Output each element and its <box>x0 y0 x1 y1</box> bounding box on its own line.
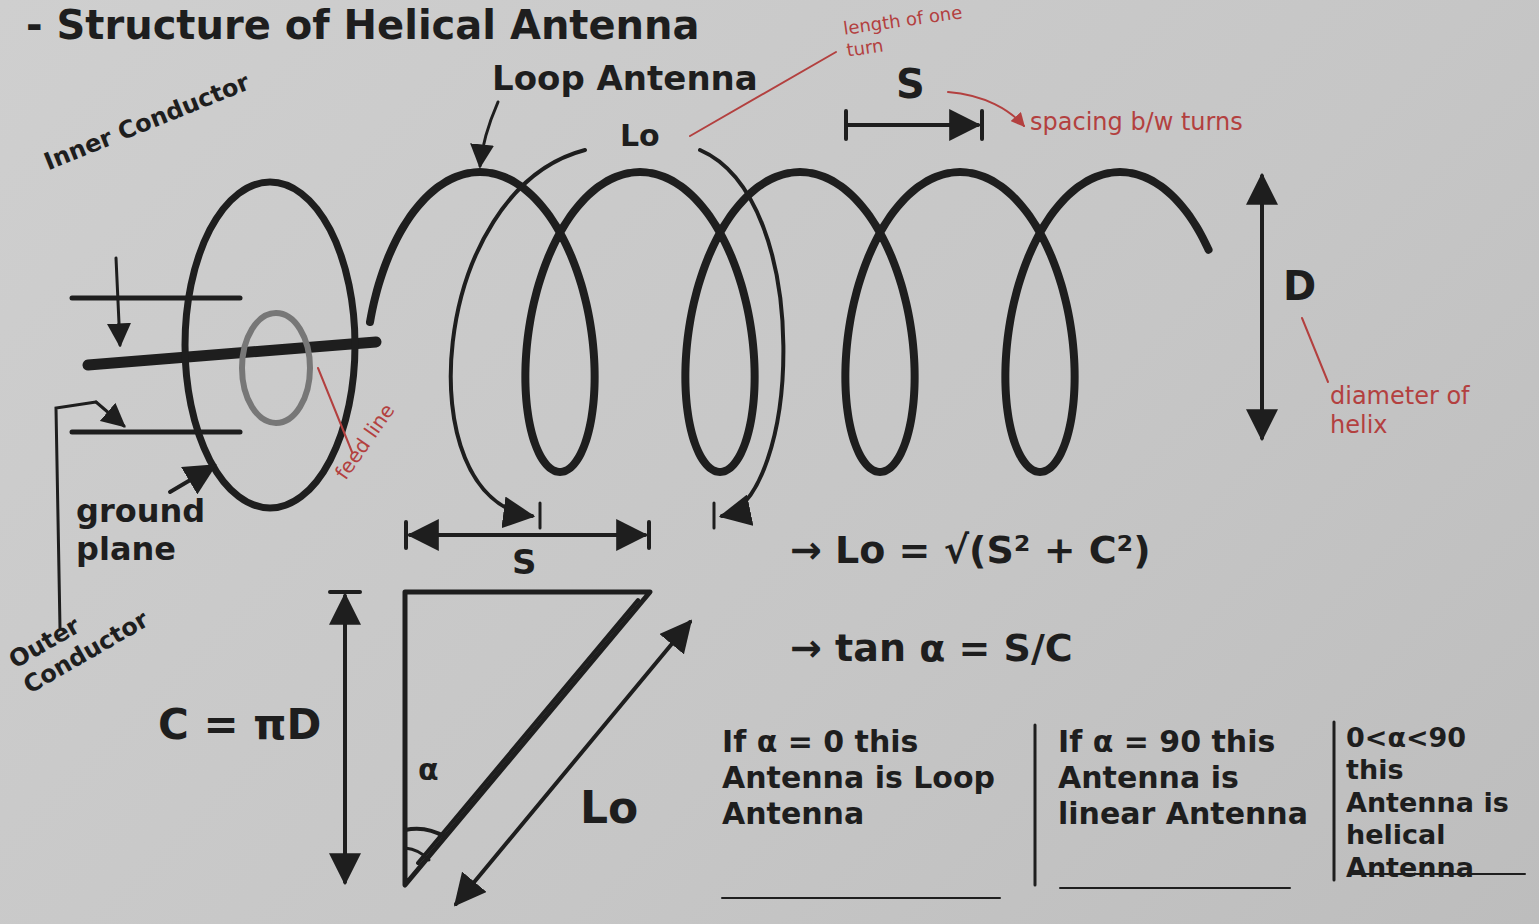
tick <box>980 111 984 139</box>
leader-arrow <box>480 102 498 166</box>
feed-hole <box>242 313 310 423</box>
tick <box>330 590 360 594</box>
dimension-label: S <box>512 542 537 583</box>
part-name: Inner Conductor <box>40 60 273 177</box>
dimension-label: S <box>896 60 925 108</box>
leader-arrow <box>170 466 214 492</box>
leader-arrow <box>96 402 124 426</box>
page-title: - Structure of Helical Antenna <box>26 2 700 48</box>
note: diameter of helix <box>1330 382 1520 440</box>
formula: → Lo = √(S² + C²) <box>790 528 1151 574</box>
note: 0<α<90 this Antenna is helical Antenna <box>1346 722 1532 884</box>
turn-arrow <box>700 150 783 516</box>
note: If α = 0 this Antenna is Loop Antenna <box>722 724 1012 832</box>
dimension-label: D <box>1283 262 1316 310</box>
part-name: Outer Conductor <box>4 575 163 700</box>
tick <box>713 503 716 528</box>
underline <box>722 897 1000 899</box>
red-leader-line <box>1302 318 1328 382</box>
pitch-triangle <box>405 592 650 885</box>
tick <box>539 503 542 528</box>
red-leader-line <box>948 92 1024 126</box>
note: length of one turn <box>842 0 977 61</box>
angle-arc <box>405 829 445 837</box>
hypotenuse-line <box>418 600 638 863</box>
angle-arc <box>405 848 429 860</box>
dimension-label: Lo <box>620 118 660 154</box>
tick <box>404 522 408 548</box>
angle-label: α <box>418 752 439 788</box>
part-name: ground plane <box>76 492 226 569</box>
ground-plane-disc <box>185 182 355 508</box>
note: spacing b/w turns <box>1030 108 1330 137</box>
coax-outer-line <box>72 430 240 435</box>
dimension-arrow <box>343 596 347 882</box>
dimension-arrow <box>456 622 690 904</box>
dimension-arrow <box>410 533 645 537</box>
column-separator <box>1034 725 1037 885</box>
underline <box>1060 887 1290 889</box>
dimension-arrow <box>846 123 978 127</box>
note: If α = 90 this Antenna is linear Antenna <box>1058 724 1323 832</box>
column-separator <box>1333 722 1336 880</box>
formula: → tan α = S/C <box>790 626 1073 672</box>
red-leader-line <box>318 368 352 452</box>
dimension-label: Lo <box>580 782 638 835</box>
tick <box>844 111 848 139</box>
part-name: Loop Antenna <box>492 58 758 99</box>
dimension-arrow <box>1260 176 1264 438</box>
leader-arrow <box>116 258 120 345</box>
inner-conductor-line <box>88 342 376 365</box>
tick <box>647 522 651 548</box>
dimension-label: C = πD <box>158 700 321 750</box>
coax-outer-line <box>72 296 240 301</box>
turn-arrow <box>451 150 585 516</box>
